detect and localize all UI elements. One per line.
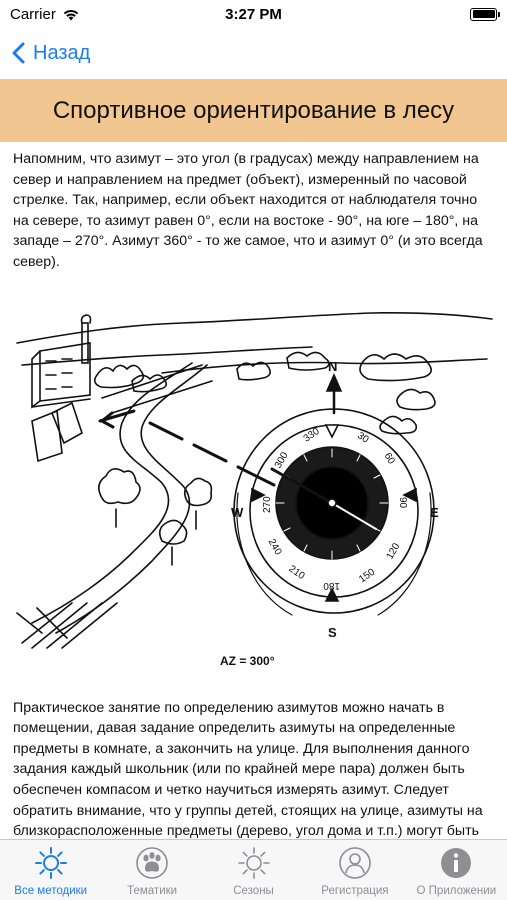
tab-registration[interactable]: Регистрация (304, 840, 405, 900)
compass-letter-west: W (231, 505, 244, 520)
wifi-icon (63, 9, 79, 20)
title-band: Спортивное ориентирование в лесу (0, 79, 507, 142)
paw-icon (136, 847, 168, 879)
back-button[interactable]: Назад (12, 42, 90, 65)
dial-number-90: 90 (397, 497, 408, 509)
sun-icon (34, 847, 67, 879)
dial-number-210: 210 (287, 563, 307, 582)
dial-number-150: 150 (357, 566, 377, 585)
article-content[interactable]: Напомним, что азимут – это угол (в граду… (0, 142, 507, 839)
tab-topics[interactable]: Тематики (101, 840, 202, 900)
compass-letter-south: S (328, 625, 337, 640)
status-left: Carrier (10, 6, 80, 23)
tab-about[interactable]: О Приложении (406, 840, 507, 900)
navigation-bar: Назад (0, 28, 507, 78)
back-button-label: Назад (33, 41, 91, 64)
carrier-label: Carrier (10, 5, 56, 23)
dial-number-60: 60 (382, 451, 397, 467)
article-paragraph-1: Напомним, что азимут – это угол (в граду… (13, 151, 483, 270)
sun-outline-icon (237, 847, 270, 879)
tab-label: О Приложении (416, 885, 497, 897)
person-icon (339, 847, 371, 879)
info-icon (441, 848, 472, 878)
azimuth-caption: AZ = 300° (220, 654, 275, 668)
compass-azimuth-illustration: N E S W 330 300 270 240 210 180 150 120 … (16, 311, 493, 668)
compass-letter-north: N (328, 359, 337, 374)
dial-number-180: 180 (323, 580, 340, 591)
battery-icon (470, 7, 500, 21)
tab-label: Сезоны (233, 885, 274, 897)
tab-bar: Все методики Тематики Сезоны Рег (0, 839, 507, 900)
dial-number-120: 120 (385, 541, 403, 561)
dial-number-270: 270 (262, 495, 273, 512)
page-title: Спортивное ориентирование в лесу (52, 96, 455, 124)
tab-all-methods[interactable]: Все методики (0, 840, 101, 900)
tab-seasons[interactable]: Сезоны (203, 840, 304, 900)
status-bar: Carrier 3:27 PM (0, 0, 507, 28)
chevron-left-icon (12, 42, 25, 64)
dial-number-330: 330 (302, 425, 322, 444)
article-paragraph-2: Практическое занятие по определению азим… (13, 699, 483, 839)
compass-letter-east: E (430, 505, 439, 520)
tab-label: Тематики (127, 885, 178, 897)
dial-number-240: 240 (266, 537, 284, 557)
tab-label: Регистрация (321, 885, 389, 897)
tab-label: Все методики (14, 885, 88, 897)
